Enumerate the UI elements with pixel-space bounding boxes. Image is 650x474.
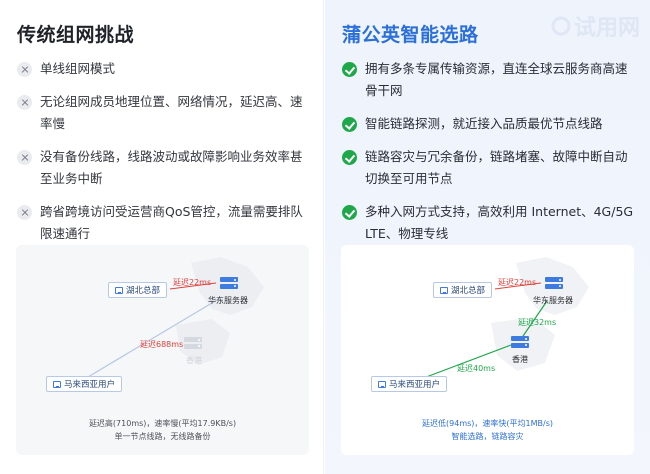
hk-server-icon-inactive (184, 337, 202, 350)
latency-mid-label: 延迟688ms (140, 340, 184, 349)
brand-watermark: 试用网 (551, 10, 640, 42)
challenge-text: 跨省跨境访问受运营商QoS管控，流量需要排队限速通行 (40, 204, 303, 241)
latency-user-label: 延迟40ms (457, 364, 496, 373)
challenge-list: 单线组网模式 无论组网成员地理位置、网络情况，延迟高、速率慢 没有备份线路，线路… (17, 58, 311, 256)
check-circle-icon (342, 62, 357, 77)
smart-routing-title: 蒲公英智能选路 (342, 24, 479, 46)
traditional-title: 传统组网挑战 (17, 24, 135, 46)
challenge-text: 没有备份线路，线路波动或故障影响业务效率甚至业务中断 (40, 149, 303, 186)
traditional-diagram-card: 湖北总部 延迟22ms 华东服务器 延迟688ms 香港 马来西亚用户 延迟高(… (16, 245, 309, 455)
close-icon (17, 205, 32, 220)
server-icon (220, 277, 238, 290)
hq-node: 湖北总部 (108, 282, 168, 298)
latency-top-label: 延迟22ms (498, 278, 537, 287)
diagram-caption-line2: 智能选路，链路容灾 (451, 432, 524, 441)
close-icon (17, 95, 32, 110)
link-user-hk (420, 344, 512, 380)
advantage-item: 多种入网方式支持，高效利用 Internet、4G/5G LTE、物理专线 (342, 201, 638, 245)
advantage-list: 拥有多条专属传输资源，直连全球云服务商高速骨干网 智能链路探测，就近接入品质最优… (342, 58, 638, 256)
close-icon (17, 62, 32, 77)
diagram-caption-line1: 延迟低(94ms)，速率快(平均1MB/s) (422, 419, 553, 428)
advantage-item: 拥有多条专属传输资源，直连全球云服务商高速骨干网 (342, 58, 638, 102)
challenge-item: 跨省跨境访问受运营商QoS管控，流量需要排队限速通行 (17, 201, 311, 245)
link-hq-server (169, 282, 217, 290)
monitor-icon (440, 286, 448, 294)
hq-node: 湖北总部 (433, 282, 493, 298)
check-circle-icon (342, 205, 357, 220)
advantage-text: 拥有多条专属传输资源，直连全球云服务商高速骨干网 (365, 61, 628, 98)
advantage-item: 智能链路探测，就近接入品质最优节点线路 (342, 113, 638, 135)
hk-label: 香港 (512, 355, 528, 364)
check-circle-icon (342, 117, 357, 132)
diagram-caption-line1: 延迟高(710ms)，速率慢(平均17.9KB/s) (88, 419, 237, 428)
server-label: 华东服务器 (208, 296, 248, 305)
smart-routing-panel: 蒲公英智能选路 试用网 拥有多条专属传输资源，直连全球云服务商高速骨干网 智能链… (325, 0, 650, 474)
link-hk-server (520, 300, 548, 340)
user-node: 马来西亚用户 (46, 376, 123, 392)
challenge-item: 单线组网模式 (17, 58, 311, 80)
monitor-icon (115, 286, 123, 294)
challenge-text: 无论组网成员地理位置、网络情况，延迟高、速率慢 (40, 94, 303, 131)
close-icon (17, 150, 32, 165)
challenge-text: 单线组网模式 (40, 61, 116, 76)
monitor-icon (378, 380, 386, 388)
link-user-server (87, 296, 223, 378)
server-icon (545, 277, 563, 290)
server-label: 华东服务器 (533, 296, 573, 305)
advantage-text: 链路容灾与冗余备份，链路堵塞、故障中断自动切换至可用节点 (365, 149, 628, 186)
challenge-item: 无论组网成员地理位置、网络情况，延迟高、速率慢 (17, 91, 311, 135)
traditional-network-panel: 传统组网挑战 单线组网模式 无论组网成员地理位置、网络情况，延迟高、速率慢 没有… (0, 0, 324, 474)
latency-top-label: 延迟22ms (173, 278, 212, 287)
monitor-icon (53, 380, 61, 388)
advantage-text: 多种入网方式支持，高效利用 Internet、4G/5G LTE、物理专线 (365, 204, 634, 241)
challenge-item: 没有备份线路，线路波动或故障影响业务效率甚至业务中断 (17, 146, 311, 190)
advantage-item: 链路容灾与冗余备份，链路堵塞、故障中断自动切换至可用节点 (342, 146, 638, 190)
check-circle-icon (342, 150, 357, 165)
hk-server-icon (511, 336, 529, 349)
smart-diagram-card: 湖北总部 延迟22ms 华东服务器 延迟32ms 香港 延迟40ms 马来西亚用… (341, 245, 634, 455)
latency-hk-label: 延迟32ms (518, 318, 557, 327)
hk-label: 香港 (186, 356, 202, 365)
link-hq-server (494, 282, 542, 290)
diagram-caption-line2: 单一节点线路，无线路备份 (114, 432, 211, 441)
advantage-text: 智能链路探测，就近接入品质最优节点线路 (365, 116, 603, 131)
user-node: 马来西亚用户 (371, 376, 448, 392)
brand-logo-icon (551, 16, 571, 36)
